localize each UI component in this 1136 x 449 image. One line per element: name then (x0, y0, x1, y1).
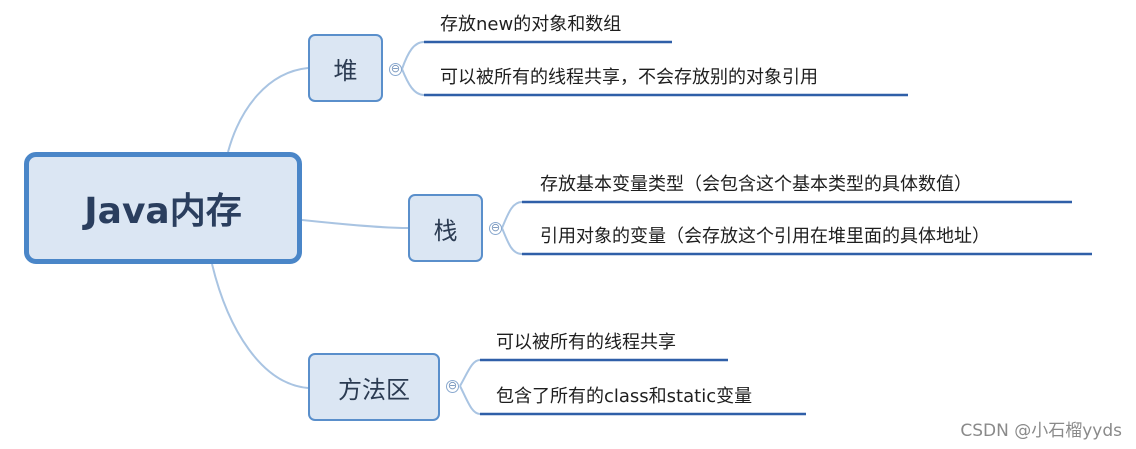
collapse-icon-method-area[interactable]: ⊖ (446, 379, 459, 393)
branch-node-stack[interactable]: 栈 (408, 194, 483, 262)
connector-heap-leaf-2 (401, 68, 425, 96)
connector-method-leaf-1 (459, 359, 481, 387)
leaf-method-1: 可以被所有的线程共享 (496, 332, 676, 353)
branch-node-method-area[interactable]: 方法区 (308, 353, 440, 421)
connector-root-stack (301, 219, 409, 229)
leaf-heap-2: 可以被所有的线程共享，不会存放别的对象引用 (440, 67, 818, 88)
connector-root-method-area (211, 263, 309, 389)
connector-method-leaf-2 (459, 385, 481, 415)
root-node-java-memory[interactable]: Java内存 (24, 152, 302, 264)
connector-heap-leaf-1 (401, 41, 425, 70)
collapse-icon-heap[interactable]: ⊖ (389, 62, 402, 76)
leaf-method-2: 包含了所有的class和static变量 (496, 386, 753, 407)
branch-node-heap[interactable]: 堆 (308, 34, 383, 102)
leaf-stack-1: 存放基本变量类型（会包含这个基本类型的具体数值） (540, 174, 972, 195)
leaf-heap-1: 存放new的对象和数组 (440, 14, 622, 35)
connector-stack-leaf-1 (501, 201, 523, 229)
collapse-icon-stack[interactable]: ⊖ (489, 221, 502, 235)
leaf-stack-2: 引用对象的变量（会存放这个引用在堆里面的具体地址） (540, 226, 990, 247)
connector-root-heap (227, 67, 309, 153)
watermark: CSDN @小石榴yyds (960, 421, 1122, 441)
connector-stack-leaf-2 (501, 227, 523, 255)
